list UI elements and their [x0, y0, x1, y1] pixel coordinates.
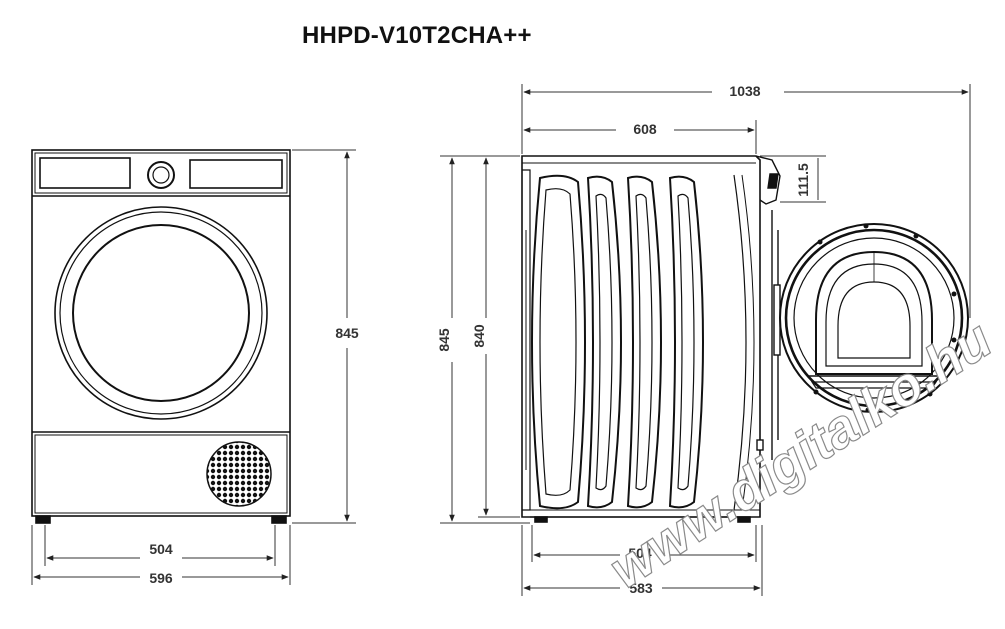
door-hinge	[755, 155, 781, 460]
dim-label-front-height: 845	[335, 325, 359, 341]
program-dial-icon	[147, 161, 175, 189]
dim-side-height-body	[478, 155, 520, 518]
side-body-outline	[521, 155, 761, 518]
dim-label-door-offset: 111.5	[795, 163, 811, 197]
door-screws	[813, 223, 957, 413]
foot-right	[271, 515, 287, 524]
dim-front-width	[31, 525, 291, 585]
kickplate	[34, 434, 288, 514]
side-foot-front	[737, 516, 751, 523]
dim-side-total-depth	[521, 84, 971, 318]
front-view	[31, 149, 291, 524]
door-glass	[72, 224, 250, 402]
display-panel	[189, 159, 283, 189]
foot-left	[35, 515, 51, 524]
model-title: HHPD-V10T2CHA++	[302, 22, 532, 49]
dim-door-offset	[760, 155, 826, 203]
dim-side-base-depth	[521, 525, 763, 596]
door-ring	[54, 206, 268, 420]
dim-front-inner-width	[44, 525, 276, 566]
air-vent-grille	[206, 441, 272, 507]
side-foot-rear	[534, 516, 548, 523]
dim-label-side-inner-depth: 504	[628, 545, 652, 561]
dim-side-depth	[523, 120, 757, 154]
dim-label-front-width: 596	[149, 570, 173, 586]
dim-label-side-height-total: 845	[436, 328, 452, 352]
dim-side-inner-depth	[531, 525, 757, 562]
detergent-drawer	[39, 157, 131, 189]
dim-front-height	[292, 149, 356, 524]
side-ribs	[531, 174, 755, 511]
side-view	[521, 155, 969, 523]
dim-label-side-height-body: 840	[471, 324, 487, 348]
dim-label-front-inner-width: 504	[149, 541, 173, 557]
front-outline	[31, 149, 291, 517]
open-door	[779, 223, 969, 413]
control-panel	[34, 152, 288, 194]
dim-label-side-depth: 608	[633, 121, 657, 137]
dim-label-side-total-depth: 1038	[729, 83, 760, 99]
watermark-text: www.digitalko.hu	[599, 309, 1002, 600]
dim-label-side-base-depth: 583	[629, 580, 653, 596]
